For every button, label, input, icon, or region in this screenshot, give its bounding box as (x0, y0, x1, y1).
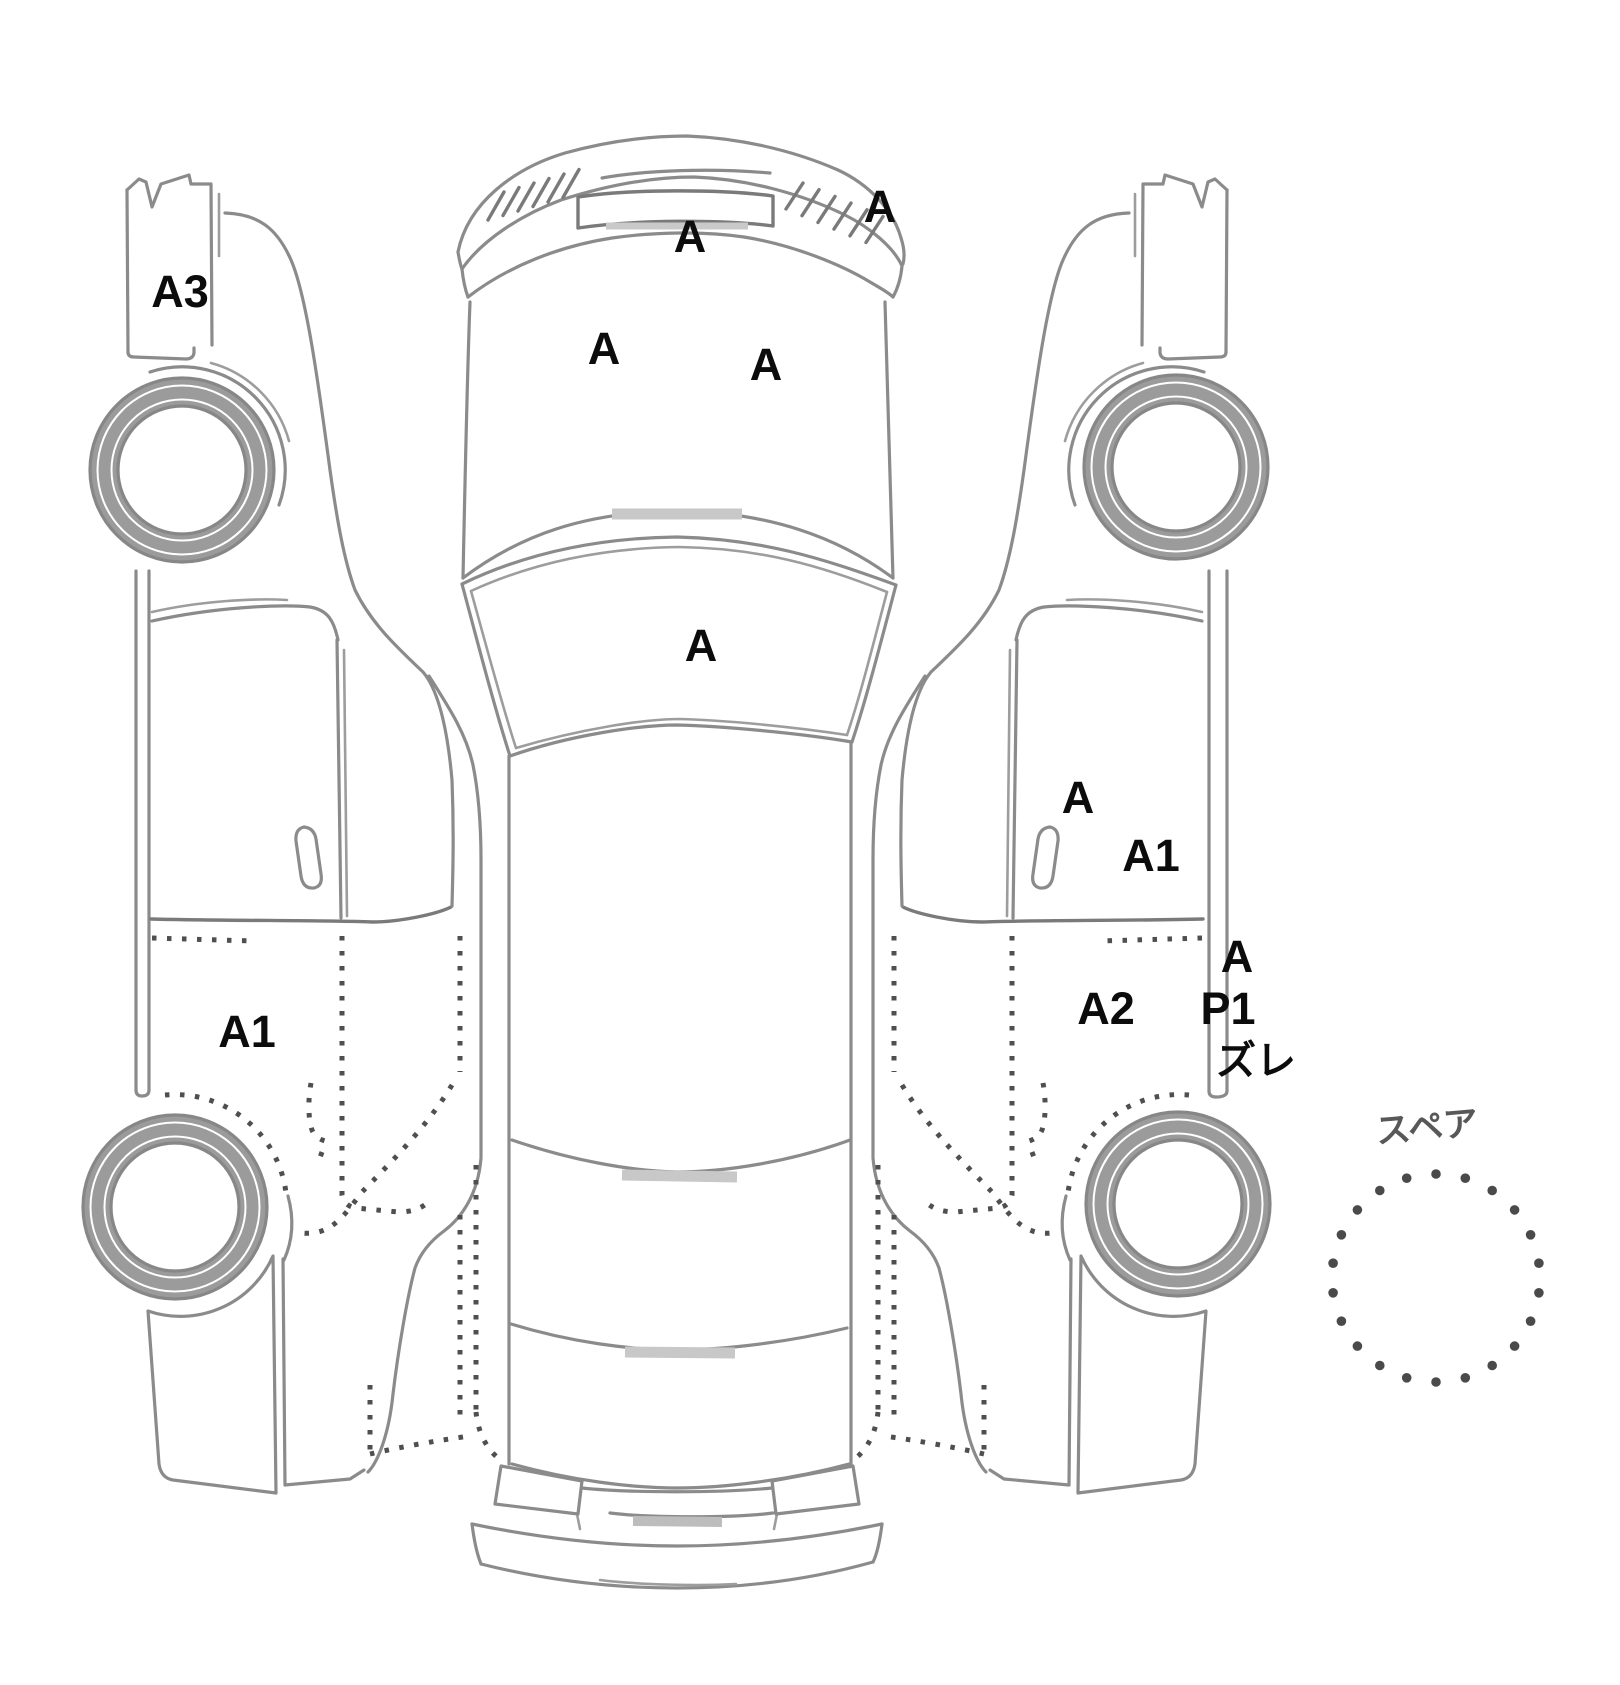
svg-text:A1: A1 (1122, 830, 1180, 881)
svg-text:A: A (588, 323, 621, 374)
svg-text:ズレ: ズレ (1216, 1039, 1296, 1083)
svg-text:A: A (685, 620, 718, 671)
svg-text:A3: A3 (151, 266, 209, 317)
svg-text:A: A (864, 181, 897, 232)
svg-text:A: A (1221, 931, 1254, 982)
svg-text:A: A (750, 339, 783, 390)
svg-text:A: A (674, 211, 707, 262)
svg-text:A1: A1 (218, 1006, 276, 1057)
svg-text:A: A (1062, 772, 1095, 823)
svg-text:A2: A2 (1077, 983, 1135, 1034)
svg-text:スペア: スペア (1374, 1104, 1480, 1152)
svg-text:P1: P1 (1200, 983, 1255, 1034)
